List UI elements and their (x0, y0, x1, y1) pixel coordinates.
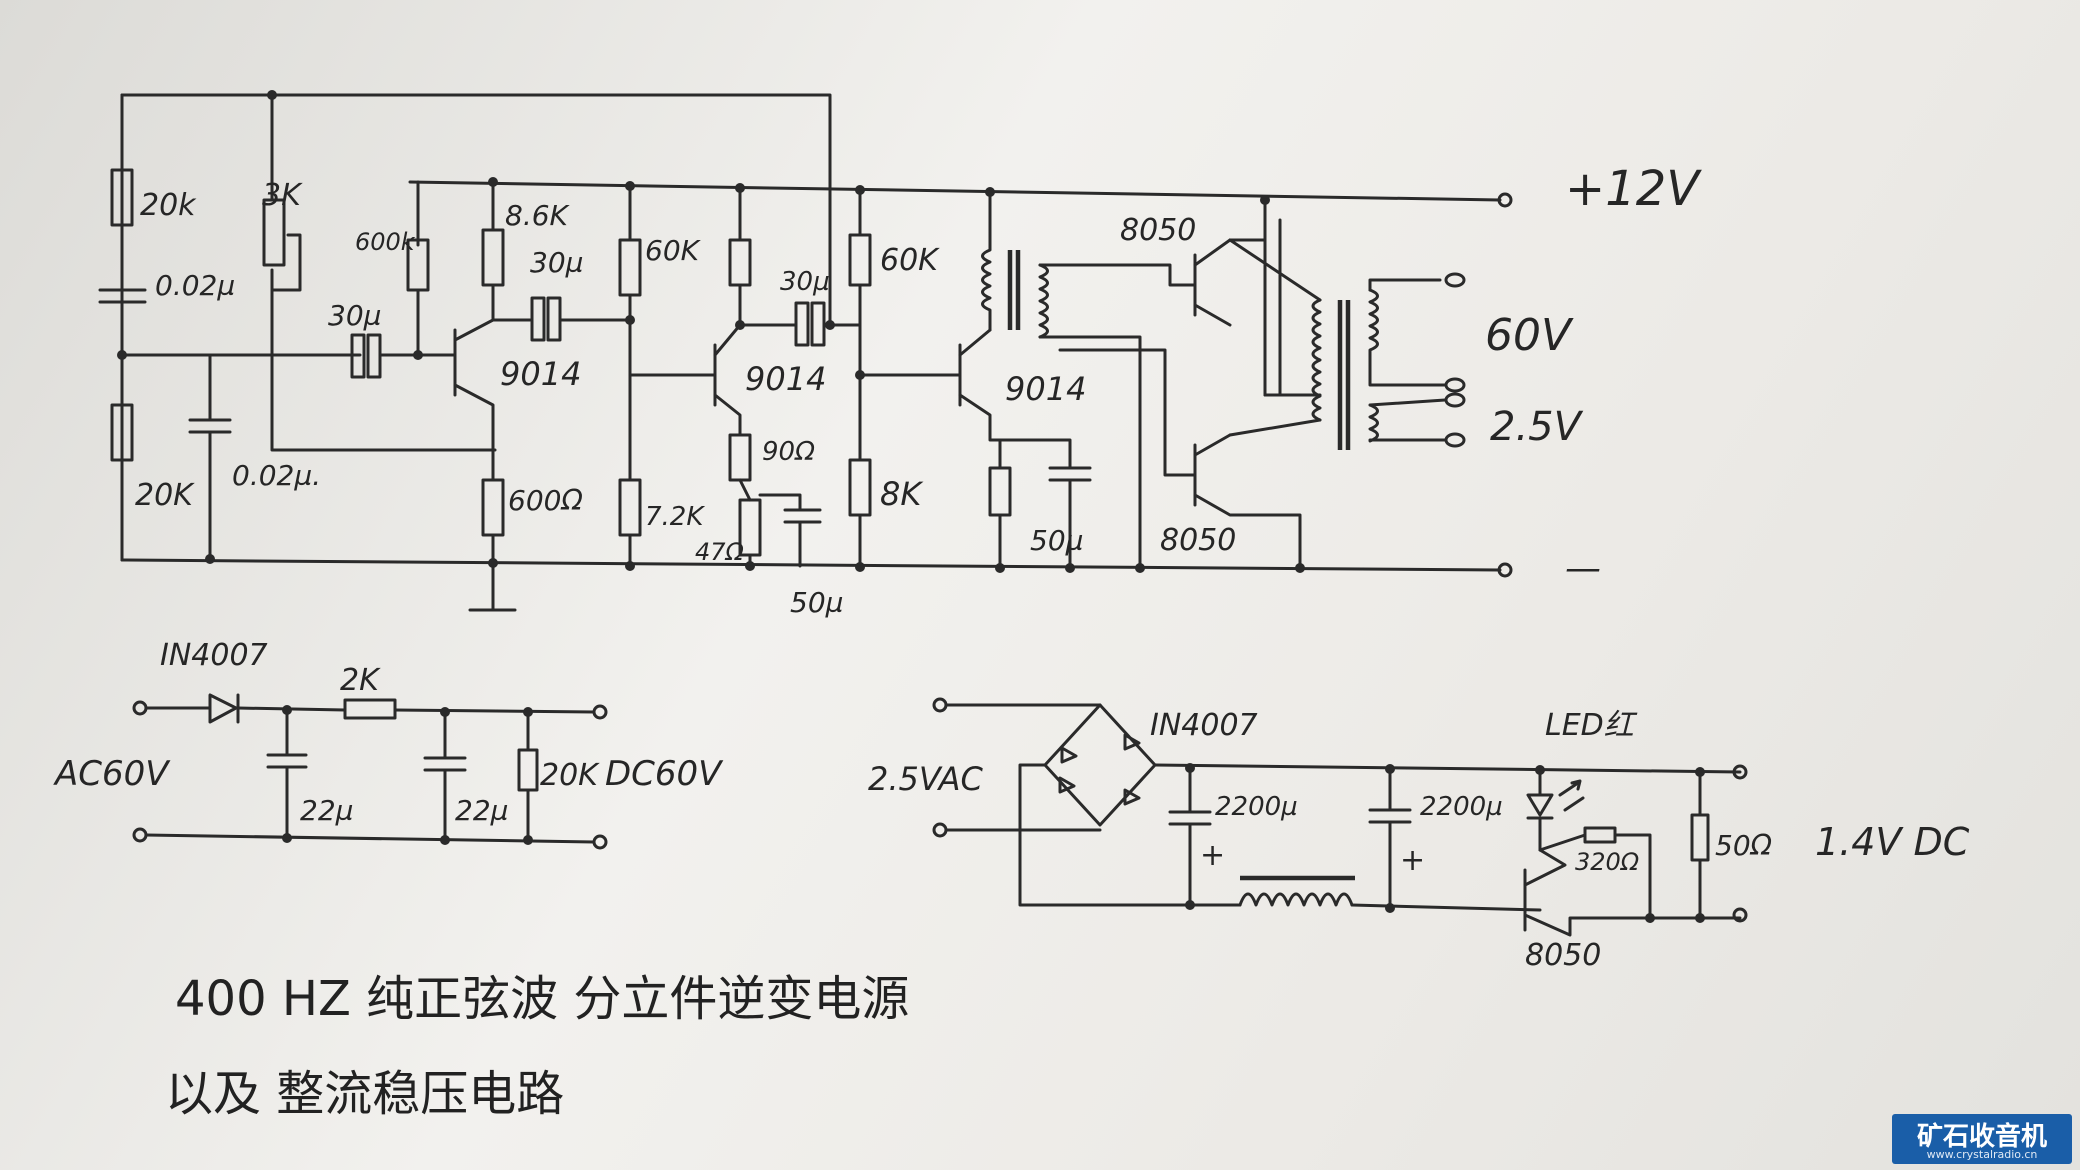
label-cap-50u-a: 50µ (790, 586, 843, 619)
label-cap-30u-input: 30µ (328, 299, 381, 332)
label-diode-in4007: IN4007 (160, 638, 268, 673)
resistor-60k-b (848, 233, 872, 287)
label-1-4v-dc: 1.4V DC (1815, 820, 1970, 864)
label-ac60v: AC60V (53, 754, 171, 794)
label-bridge-in4007: IN4007 (1150, 708, 1258, 743)
resistor-600k (406, 238, 430, 292)
rectifier-60v-circuit: IN4007 2K AC60V 22µ 22µ 20K DC60V (53, 638, 724, 850)
inverter-circuit: 20k 0.02µ 3K 30µ 600k 8.6K 30µ 9014 20K … (98, 90, 1702, 619)
watermark-logo: 矿石收音机 www.crystalradio.cn (1892, 1114, 2072, 1164)
resistor-7-2k (618, 478, 642, 537)
label-q-8050: 8050 (1525, 938, 1601, 973)
resistor-320ohm (1583, 826, 1617, 844)
label-600ohm: 600Ω (508, 484, 583, 517)
label-q4-8050: 8050 (1120, 213, 1196, 248)
label-47ohm: 47Ω (695, 538, 745, 566)
label-8-6k: 8.6K (505, 199, 571, 232)
label-cap-2200u-1: 2200µ (1215, 792, 1298, 822)
potentiometer-3k (262, 198, 286, 267)
label-60k-b: 60K (880, 243, 940, 278)
label-cap-002-bottom: 0.02µ. (232, 459, 321, 492)
label-cap-50u-b: 50µ (1030, 524, 1083, 557)
capacitor-30u-input (350, 333, 366, 379)
label-q2-9014: 9014 (745, 360, 826, 398)
label-20k-load: 20K (540, 758, 600, 793)
rectifier-1-4v-circuit: 2.5VAC IN4007 2200µ 2200µ + + LED红 320Ω … (868, 697, 1970, 973)
label-cap-30u-2: 30µ (530, 246, 583, 279)
capacitor-30u-3 (794, 301, 810, 347)
resistor-20k-bottom (110, 403, 134, 462)
title-line-1: 400 HZ 纯正弦波 分立件逆变电源 (175, 971, 909, 1027)
transistor-q1 (428, 318, 495, 482)
label-cap-002-top: 0.02µ (155, 269, 235, 302)
resistor-8-6k (481, 228, 505, 287)
title-line-2: 以及 整流稳压电路 (165, 1066, 564, 1122)
label-output-60v: 60V (1485, 310, 1574, 361)
transistor-q3 (958, 328, 1072, 470)
resistor-8k (848, 458, 872, 517)
label-plus-1: + (1200, 838, 1225, 873)
label-cap-22u-1: 22µ (300, 794, 353, 827)
label-320ohm: 320Ω (1575, 848, 1640, 876)
label-cap-2200u-2: 2200µ (1420, 792, 1503, 822)
label-2k: 2K (340, 663, 381, 698)
top-feedback-rail (120, 93, 832, 327)
label-plus-12v: +12V (1565, 161, 1702, 217)
label-cap-22u-2: 22µ (455, 794, 508, 827)
label-dc60v: DC60V (605, 754, 724, 794)
label-2-5vac: 2.5VAC (868, 760, 984, 798)
transistor-q2 (713, 323, 742, 437)
label-q1-9014: 9014 (500, 355, 581, 393)
label-50ohm: 50Ω (1715, 829, 1773, 862)
label-600k: 600k (355, 228, 416, 256)
capacitor-30u-2 (530, 296, 546, 342)
label-60k-a: 60K (645, 234, 702, 267)
transistor-q5-8050 (1193, 433, 1302, 570)
diode-in4007 (208, 693, 240, 724)
resistor-20k-top (110, 168, 134, 227)
resistor-600ohm (481, 478, 505, 537)
bridge-rectifier (1043, 703, 1157, 827)
led-red (1526, 768, 1585, 852)
resistor-2k (343, 698, 397, 720)
output-transformer (1311, 298, 1322, 422)
resistor-50ohm (1690, 813, 1710, 862)
label-20k-top: 20k (140, 188, 197, 223)
resistor-emitter-q3 (988, 466, 1012, 517)
label-plus-2: + (1400, 843, 1425, 878)
resistor-90ohm (728, 433, 752, 482)
label-minus: — (1565, 548, 1601, 589)
label-output-2-5v: 2.5V (1490, 404, 1584, 450)
ground-rail (120, 558, 1502, 572)
resistor-60k-a (618, 238, 642, 297)
driver-transformer (981, 190, 992, 332)
label-pot-3k: 3K (262, 178, 303, 213)
label-q3-9014: 9014 (1005, 370, 1086, 408)
label-20k-bottom: 20K (135, 478, 195, 513)
label-q5-8050: 8050 (1160, 523, 1236, 558)
label-90ohm: 90Ω (762, 437, 815, 467)
plus-12v-rail (408, 180, 1502, 202)
resistor-dc-bias (728, 238, 752, 287)
resistor-20k-load (517, 748, 539, 792)
label-cap-30u-3: 30µ (780, 267, 830, 297)
watermark-name: 矿石收音机 (1916, 1122, 2047, 1152)
transistor-q4-8050 (1193, 238, 1267, 327)
label-8k: 8K (880, 475, 924, 513)
watermark-url: www.crystalradio.cn (1926, 1148, 2038, 1161)
label-led: LED红 (1545, 708, 1638, 743)
label-7-2k: 7.2K (645, 502, 705, 532)
choke-inductor (1238, 892, 1354, 907)
